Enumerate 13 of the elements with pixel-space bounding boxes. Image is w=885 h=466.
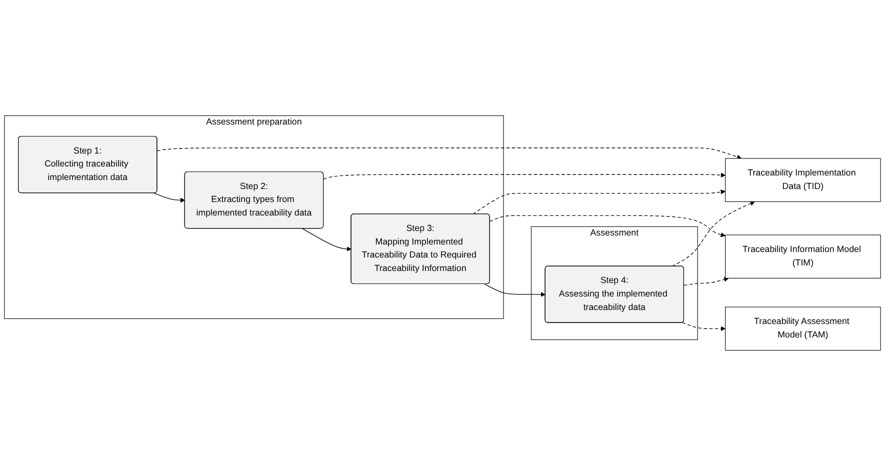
arrow: [672, 201, 755, 267]
node-box: Traceability Assessment Model (TAM): [725, 306, 881, 351]
arrow: [472, 190, 726, 214]
arrow: [323, 172, 726, 180]
arrow: [302, 228, 352, 252]
arrow: [490, 215, 726, 238]
arrow: [156, 148, 742, 160]
arrow: [154, 192, 186, 203]
node-box: Traceability Information Model (TIM): [725, 234, 881, 278]
arrow: [682, 322, 726, 332]
arrow: [684, 277, 729, 286]
arrow: [484, 284, 546, 297]
node-box: Traceability Implementation Data (TID): [725, 158, 881, 202]
